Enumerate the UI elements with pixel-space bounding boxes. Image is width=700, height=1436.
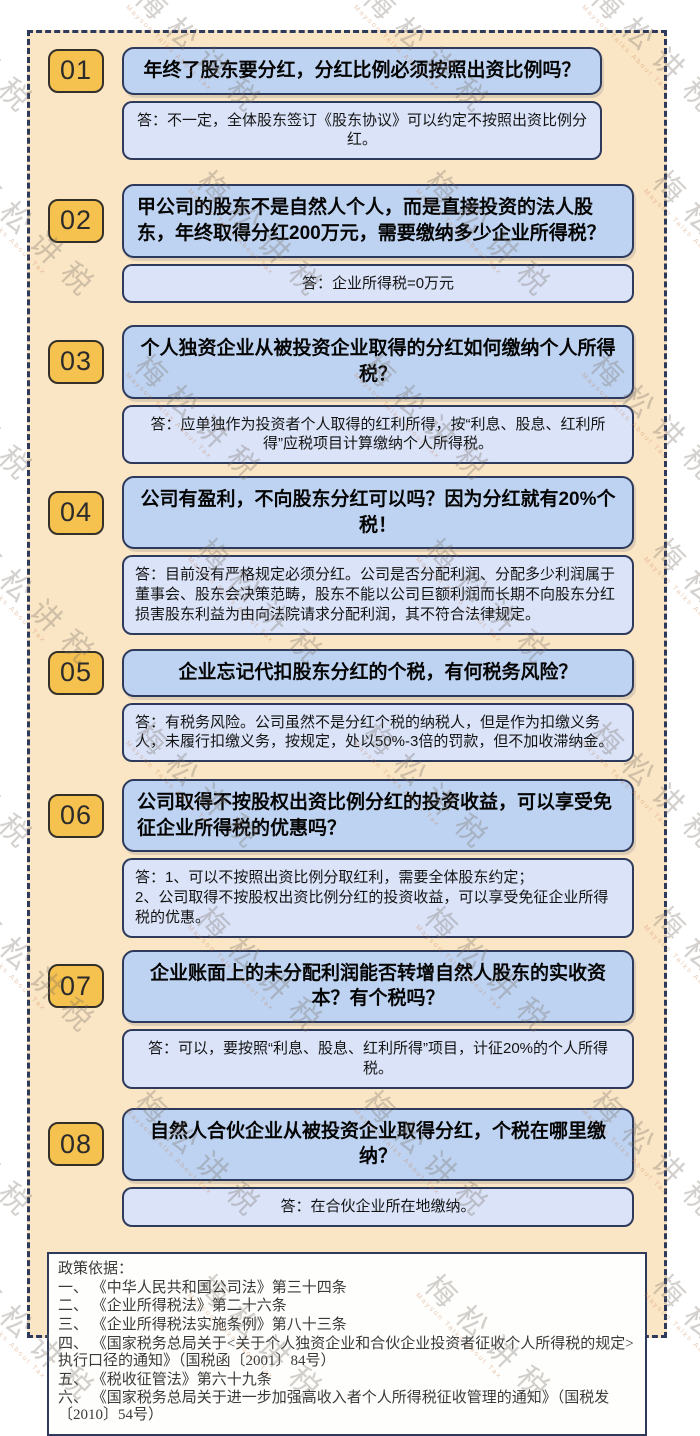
watermark-subtext: Mayson Talks About Tax: [0, 740, 23, 867]
policy-title: 政策依据：: [58, 1260, 134, 1277]
answer-box: 答：企业所得税=0万元: [122, 263, 634, 304]
answer-box: 答：可以，要按照“利息、股息、红利所得”项目，计征20%的个人所得税。: [122, 1029, 634, 1089]
qa-item-03: 03 个人独资企业从被投资企业取得的分红如何缴纳个人所得税？ 答：应单独作为投资…: [30, 325, 634, 465]
question-box: 自然人合伙企业从被投资企业取得分红，个税在哪里缴纳？: [122, 1107, 634, 1181]
qa-item-05: 05 企业忘记代扣股东分红的个税，有何税务风险？ 答：有税务风险。公司虽然不是分…: [30, 648, 634, 763]
answer-box: 答：目前没有严格规定必须分红。公司是否分配利润、分配多少利润属于董事会、股东会决…: [122, 555, 634, 635]
answer-box: 答：在合伙企业所在地缴纳。: [122, 1186, 634, 1227]
item-number-badge: 05: [48, 650, 104, 695]
answer-box: 答：1、可以不按照出资比例分取红利，需要全体股东约定； 2、公司取得不按股权出资…: [122, 858, 634, 938]
watermark-subtext: Mayson Talks About Tax: [0, 1108, 23, 1235]
qa-item-08: 08 自然人合伙企业从被投资企业取得分红，个税在哪里缴纳？ 答：在合伙企业所在地…: [30, 1107, 634, 1227]
item-number-badge: 07: [48, 964, 104, 1009]
item-number-badge: 04: [48, 490, 104, 535]
qa-item-02: 02 甲公司的股东不是自然人个人，而是直接投资的法人股东，年终取得分红200万元…: [30, 184, 634, 304]
policy-line: 六、 《国家税务总局关于进一步加强高收入者个人所得税征收管理的通知》（国税发〔2…: [58, 1390, 610, 1424]
qa-item-07: 07 企业账面上的未分配利润能否转增自然人股东的实收资本？有个税吗？ 答：可以，…: [30, 949, 634, 1089]
policy-reference-box: 政策依据： 一、 《中华人民共和国公司法》第三十四条 二、 《企业所得税法》第二…: [47, 1251, 647, 1436]
question-box: 甲公司的股东不是自然人个人，而是直接投资的法人股东，年终取得分红200万元，需要…: [122, 184, 634, 258]
item-number-badge: 03: [48, 339, 104, 384]
question-box: 企业忘记代扣股东分红的个税，有何税务风险？: [122, 648, 634, 697]
answer-box: 答：不一定，全体股东签订《股东协议》可以约定不按照出资比例分红。: [122, 100, 602, 161]
question-box: 公司取得不按股权出资比例分红的投资收益，可以享受免征企业所得税的优惠吗？: [122, 779, 634, 853]
item-number-badge: 06: [48, 793, 104, 838]
qa-item-06: 06 公司取得不按股权出资比例分红的投资收益，可以享受免征企业所得税的优惠吗？ …: [30, 779, 634, 938]
policy-line: 二、 《企业所得税法》第二十六条: [58, 1298, 287, 1315]
policy-line: 四、 《国家税务总局关于<关于个人独资企业和合伙企业投资者征收个人所得税的规定>…: [58, 1335, 634, 1369]
policy-line: 三、 《企业所得税法实施条例》第八十三条: [58, 1317, 347, 1334]
policy-line: 一、 《中华人民共和国公司法》第三十四条: [58, 1279, 347, 1296]
watermark-subtext: Mayson Talks About Tax: [0, 4, 23, 131]
question-box: 公司有盈利，不向股东分红可以吗？因为分红就有20%个税！: [122, 476, 634, 550]
watermark-subtext: Mayson Talks About Tax: [0, 372, 23, 499]
item-number-badge: 01: [48, 48, 104, 93]
content-panel: 01 年终了股东要分红，分红比例必须按照出资比例吗？ 答：不一定，全体股东签订《…: [27, 30, 667, 1436]
policy-line: 五、 《税收征管法》第六十九条: [58, 1371, 272, 1388]
answer-box: 答：有税务风险。公司虽然不是分红个税的纳税人，但是作为扣缴义务人，未履行扣缴义务…: [122, 702, 634, 763]
item-number-badge: 02: [48, 198, 104, 243]
question-box: 年终了股东要分红，分红比例必须按照出资比例吗？: [122, 47, 602, 95]
item-number-badge: 08: [48, 1122, 104, 1167]
answer-box: 答：应单独作为投资者个人取得的红利所得，按“利息、股息、红利所得”应税项目计算缴…: [122, 404, 634, 465]
qa-item-01: 01 年终了股东要分红，分红比例必须按照出资比例吗？ 答：不一定，全体股东签订《…: [30, 47, 602, 161]
question-box: 企业账面上的未分配利润能否转增自然人股东的实收资本？有个税吗？: [122, 949, 634, 1024]
question-box: 个人独资企业从被投资企业取得的分红如何缴纳个人所得税？: [122, 325, 634, 399]
qa-item-04: 04 公司有盈利，不向股东分红可以吗？因为分红就有20%个税！ 答：目前没有严格…: [30, 476, 634, 635]
